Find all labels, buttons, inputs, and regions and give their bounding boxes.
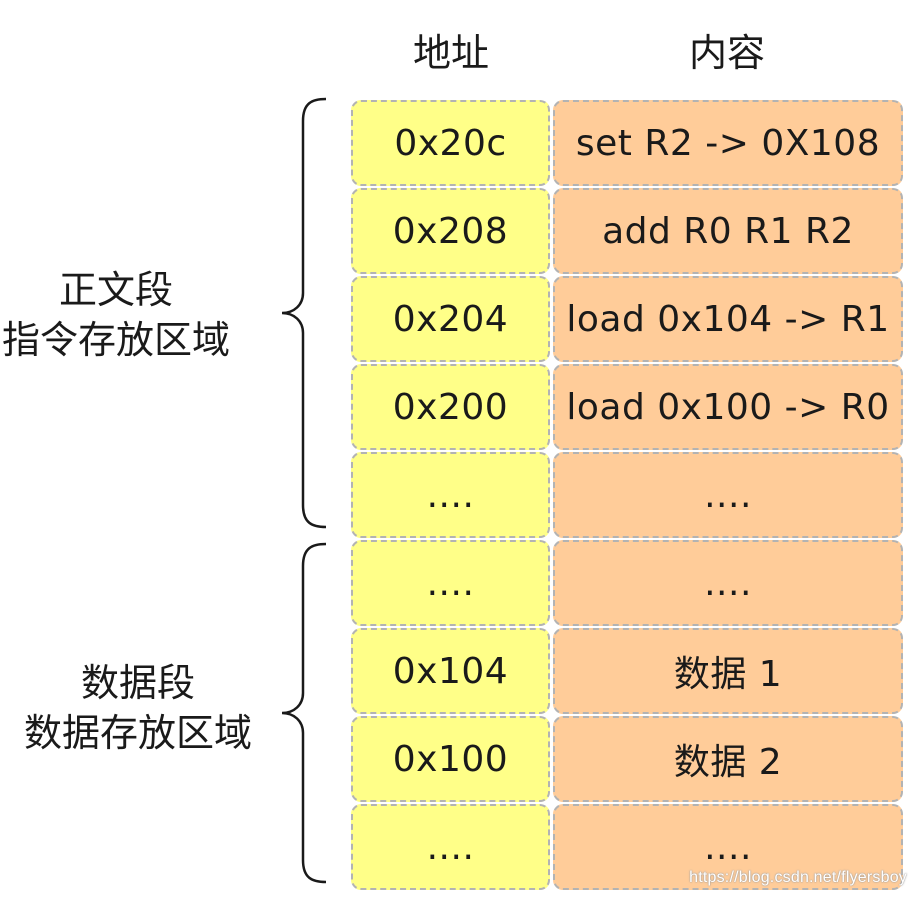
address-cell: 0x200 xyxy=(351,364,550,450)
address-cell: 0x20c xyxy=(351,100,550,186)
address-cell: 0x100 xyxy=(351,716,550,802)
data-segment-subtitle: 数据存放区域 xyxy=(23,711,252,755)
text-segment-title: 正文段 xyxy=(58,268,173,312)
memory-row: 0x204 load 0x104 -> R1 xyxy=(351,275,903,363)
watermark: https://blog.csdn.net/flyersboy xyxy=(689,869,907,886)
memory-row: 0x208 add R0 R1 R2 xyxy=(351,187,903,275)
address-cell: 0x204 xyxy=(351,276,550,362)
content-cell: add R0 R1 R2 xyxy=(553,188,903,274)
content-cell: set R2 -> 0X108 xyxy=(553,100,903,186)
content-cell: .... xyxy=(553,804,903,890)
content-cell: 数据 1 xyxy=(553,628,903,714)
memory-row: .... .... xyxy=(351,803,903,891)
data-segment-brace xyxy=(281,542,327,884)
data-segment-label: 数据段 数据存放区域 xyxy=(12,658,264,758)
text-segment-subtitle: 指令存放区域 xyxy=(1,318,230,362)
memory-table: 0x20c set R2 -> 0X108 0x208 add R0 R1 R2… xyxy=(351,99,903,891)
address-cell: 0x208 xyxy=(351,188,550,274)
content-column-header: 内容 xyxy=(688,31,765,75)
text-segment-brace xyxy=(281,97,327,529)
content-cell: .... xyxy=(553,452,903,538)
address-cell: 0x104 xyxy=(351,628,550,714)
memory-row: 0x200 load 0x100 -> R0 xyxy=(351,363,903,451)
memory-row: 0x20c set R2 -> 0X108 xyxy=(351,99,903,187)
address-cell: .... xyxy=(351,452,550,538)
data-segment-title: 数据段 xyxy=(80,661,195,705)
content-cell: 数据 2 xyxy=(553,716,903,802)
address-cell: .... xyxy=(351,540,550,626)
content-cell: load 0x100 -> R0 xyxy=(553,364,903,450)
content-cell: load 0x104 -> R1 xyxy=(553,276,903,362)
memory-row: 0x104 数据 1 xyxy=(351,627,903,715)
memory-row: .... .... xyxy=(351,539,903,627)
text-segment-label: 正文段 指令存放区域 xyxy=(0,265,232,365)
address-cell: .... xyxy=(351,804,550,890)
memory-row: .... .... xyxy=(351,451,903,539)
content-cell: .... xyxy=(553,540,903,626)
memory-row: 0x100 数据 2 xyxy=(351,715,903,803)
address-column-header: 地址 xyxy=(412,31,489,75)
